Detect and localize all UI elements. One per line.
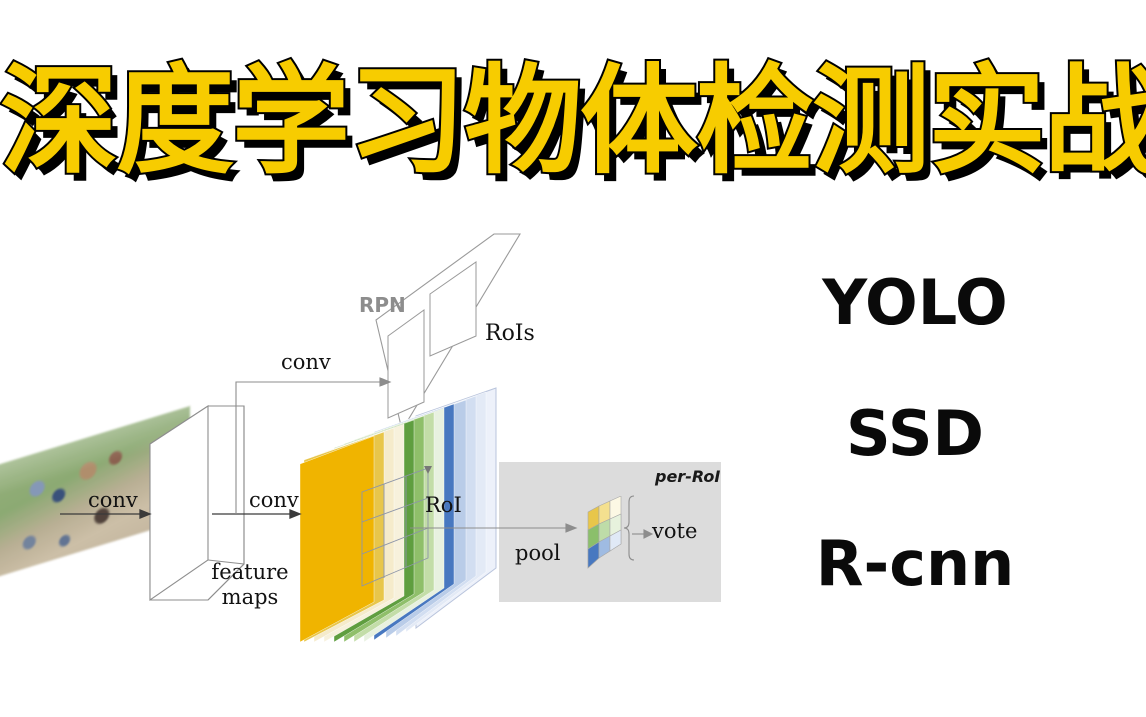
- vote-score-grid: [586, 495, 624, 574]
- label-roi: RoI: [425, 493, 462, 517]
- feature-maps-box: [148, 404, 246, 614]
- label-per-roi: per-RoI: [655, 467, 721, 486]
- poster-title-shadow: 深度学习物体检测实战: [7, 60, 1146, 198]
- poster-title-text: 深度学习物体检测实战: [0, 50, 1146, 192]
- label-conv-1: conv: [88, 488, 138, 512]
- label-conv-3: conv: [281, 350, 331, 374]
- model-label-rcnn: R-cnn: [815, 527, 1015, 600]
- label-feature-maps: feature maps: [211, 560, 289, 609]
- label-conv-2: conv: [249, 488, 299, 512]
- label-pool: pool: [515, 541, 561, 565]
- label-vote: vote: [652, 519, 698, 543]
- label-rois: RoIs: [485, 321, 535, 346]
- model-label-yolo: YOLO: [822, 266, 1008, 339]
- poster-title: 深度学习物体检测实战 深度学习物体检测实战: [0, 46, 1146, 206]
- model-label-ssd: SSD: [846, 397, 984, 470]
- position-sensitive-score-maps-stack: [299, 380, 530, 643]
- label-rpn: RPN: [359, 293, 406, 317]
- architecture-diagram: conv conv conv feature maps RPN RoIs RoI…: [0, 228, 760, 643]
- rpn-proposal-plane: [368, 232, 528, 432]
